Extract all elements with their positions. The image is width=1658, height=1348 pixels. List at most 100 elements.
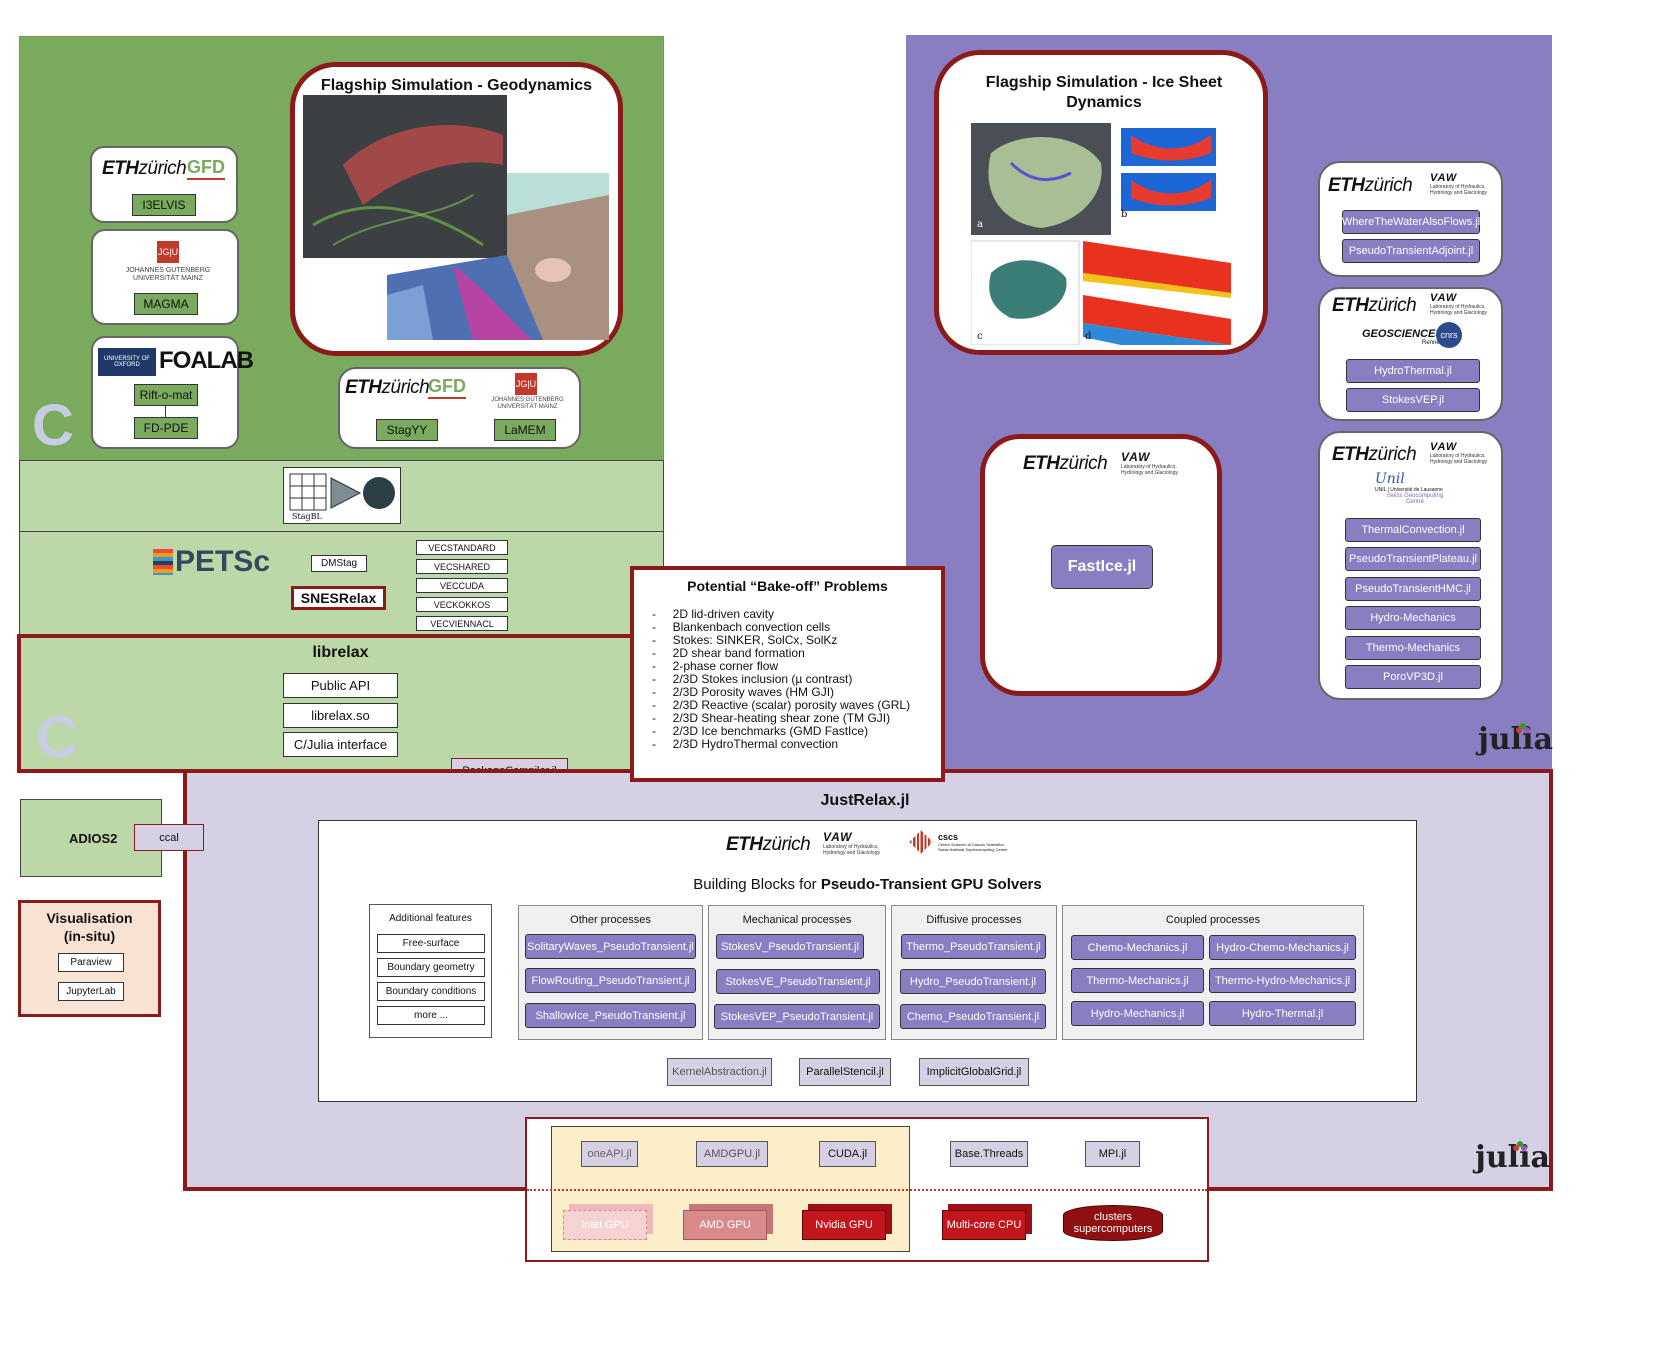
solitarywaves-button[interactable]: SolitaryWaves_PseudoTransient.jl: [525, 934, 696, 959]
right-group-1-card: ETHzürich VAW Laboratory of Hydraulics, …: [1318, 161, 1503, 277]
list-item: - 2/3D Shear-heating shear zone (TM GJI): [652, 711, 891, 725]
cuda-box[interactable]: CUDA.jl: [819, 1141, 876, 1167]
more-box[interactable]: more ...: [377, 1006, 485, 1025]
icesheet-simulation-image: a b c d: [970, 123, 1235, 346]
librelax-title: librelax: [312, 644, 369, 661]
thermalconvection-button[interactable]: ThermalConvection.jl: [1345, 518, 1481, 542]
stokesvep-button[interactable]: StokesVEP.jl: [1346, 388, 1480, 412]
vaw-logo: VAW Laboratory of Hydraulics, Hydrology …: [823, 830, 880, 856]
pseudotransienthmc-button[interactable]: PseudoTransientHMC.jl: [1345, 577, 1481, 601]
dmstag-box[interactable]: DMStag: [311, 555, 367, 572]
coupled-processes-panel: Coupled processes Chemo-Mechanics.jl Hyd…: [1062, 905, 1364, 1040]
c-language-logo-bottom: C: [36, 705, 78, 770]
thermo-pt-button[interactable]: Thermo_PseudoTransient.jl: [901, 934, 1046, 959]
geodynamics-simulation-image: [303, 95, 609, 340]
fd-pde-button[interactable]: FD-PDE: [134, 417, 198, 439]
base-threads-box[interactable]: Base.Threads: [950, 1141, 1028, 1167]
hydro-chemo-mechanics-button[interactable]: Hydro-Chemo-Mechanics.jl: [1209, 935, 1356, 960]
porovp3d-button[interactable]: PoroVP3D.jl: [1345, 665, 1481, 689]
geosciences-rennes-logo: GEOSCIENCES Rennes: [1362, 328, 1443, 346]
justrelax-title: JustRelax.jl: [820, 792, 910, 809]
vaw-logo: VAW Laboratory of Hydraulics, Hydrology …: [1121, 450, 1178, 476]
vaw-logo: VAW Laboratory of Hydraulics, Hydrology …: [1430, 441, 1487, 465]
nvidia-gpu-cube: Nvidia GPU: [802, 1210, 886, 1240]
i3elvis-button[interactable]: I3ELVIS: [132, 194, 196, 216]
intel-gpu-cube: Intel GPU: [563, 1210, 647, 1240]
chemo-pt-button[interactable]: Chemo_PseudoTransient.jl: [900, 1004, 1046, 1029]
list-item: - 2/3D Ice benchmarks (GMD FastIce): [652, 724, 869, 738]
jupyterlab-box[interactable]: JupyterLab: [58, 982, 124, 1001]
fig-label-d: d: [1085, 331, 1092, 342]
stokesve-button[interactable]: StokesVE_PseudoTransient.jl: [716, 969, 880, 994]
chemo-mechanics-button[interactable]: Chemo-Mechanics.jl: [1071, 935, 1204, 960]
snesrelax-box[interactable]: SNESRelax: [291, 586, 386, 610]
stagyy-button[interactable]: StagYY: [376, 419, 438, 441]
ccal-box[interactable]: ccal: [134, 824, 204, 851]
parallelstencil-box[interactable]: ParallelStencil.jl: [799, 1058, 891, 1086]
hydro-mechanics-jl-button[interactable]: Hydro-Mechanics.jl: [1071, 1001, 1204, 1026]
pseudotransientplateau-button[interactable]: PseudoTransientPlateau.jl: [1345, 547, 1481, 571]
list-item: - Blankenbach convection cells: [652, 620, 831, 634]
julia-dots-icon: [1513, 1138, 1527, 1151]
thermo-mechanics-button[interactable]: Thermo-Mechanics: [1345, 636, 1481, 660]
stokesv-button[interactable]: StokesV_PseudoTransient.jl: [716, 934, 864, 959]
boundary-conditions-box[interactable]: Boundary conditions: [377, 982, 485, 1001]
shallowice-button[interactable]: ShallowIce_PseudoTransient.jl: [525, 1003, 696, 1028]
hydro-thermal-button[interactable]: Hydro-Thermal.jl: [1209, 1001, 1356, 1026]
thermo-mechanics-jl-button[interactable]: Thermo-Mechanics.jl: [1071, 968, 1204, 993]
mpi-box[interactable]: MPI.jl: [1085, 1141, 1140, 1167]
oxford-card: UNIVERSITY OF OXFORD FOALAB Rift-o-mat F…: [91, 336, 254, 449]
c-julia-interface-box[interactable]: C/Julia interface: [283, 732, 398, 757]
magma-button[interactable]: MAGMA: [134, 293, 198, 315]
vaw-logo: VAW Laboratory of Hydraulics, Hydrology …: [1430, 172, 1487, 196]
boundary-geometry-box[interactable]: Boundary geometry: [377, 958, 485, 977]
building-blocks-heading: Building Blocks for Pseudo-Transient GPU…: [693, 876, 1042, 893]
hydro-pt-button[interactable]: Hydro_PseudoTransient.jl: [900, 969, 1046, 994]
vaw-logo: VAW Laboratory of Hydraulics, Hydrology …: [1430, 292, 1487, 316]
mechanical-processes-panel: Mechanical processes StokesV_PseudoTrans…: [708, 905, 886, 1040]
flowrouting-button[interactable]: FlowRouting_PseudoTransient.jl: [525, 968, 696, 993]
vec-type: VECCUDA: [416, 578, 508, 593]
thermo-hydro-mechanics-button[interactable]: Thermo-Hydro-Mechanics.jl: [1209, 968, 1356, 993]
julia-dots-icon: [1516, 720, 1530, 733]
librelax-so-box[interactable]: librelax.so: [283, 703, 398, 728]
additional-features-title: Additional features: [389, 913, 472, 924]
oneapi-box[interactable]: oneAPI.jl: [581, 1141, 638, 1167]
diffusive-processes-panel: Diffusive processes Thermo_PseudoTransie…: [891, 905, 1057, 1040]
visualisation-box: Visualisation(in-situ) Paraview JupyterL…: [18, 900, 161, 1017]
icesheet-title: Flagship Simulation - Ice Sheet Dynamics: [985, 74, 1223, 111]
list-item: - 2-phase corner flow: [652, 659, 779, 673]
implicitglobalgrid-box[interactable]: ImplicitGlobalGrid.jl: [919, 1058, 1029, 1086]
amdgpu-box[interactable]: AMDGPU.jl: [696, 1141, 768, 1167]
jgu-mark: JG|U: [157, 241, 179, 263]
gfd-logo: GFD: [428, 376, 466, 399]
hydrothermal-button[interactable]: HydroThermal.jl: [1346, 359, 1480, 383]
wherethewateralsoflows-button[interactable]: WhereTheWaterAlsoFlows.jl: [1342, 210, 1480, 234]
paraview-box[interactable]: Paraview: [58, 953, 124, 972]
icesheet-flagship-card: Flagship Simulation - Ice Sheet Dynamics…: [934, 50, 1268, 355]
public-api-box[interactable]: Public API: [283, 673, 398, 698]
hydro-mechanics-button[interactable]: Hydro-Mechanics: [1345, 606, 1481, 630]
list-item: - 2/3D HydroThermal convection: [652, 737, 839, 751]
free-surface-box[interactable]: Free-surface: [377, 934, 485, 953]
stagbl-logo: StagBL: [283, 467, 401, 524]
mechanical-processes-title: Mechanical processes: [742, 914, 852, 926]
multicore-cpu-cube: Multi-core CPU: [942, 1210, 1026, 1240]
lamem-button[interactable]: LaMEM: [494, 419, 556, 441]
kernelabstraction-box[interactable]: KernelAbstraction.jl: [667, 1058, 772, 1086]
list-item: - 2/3D Stokes inclusion (µ contrast): [652, 672, 853, 686]
julia-logo-bottom: julia: [1475, 1140, 1550, 1175]
right-group-2-card: ETHzürich VAW Laboratory of Hydraulics, …: [1318, 287, 1503, 421]
stokesvep-pt-button[interactable]: StokesVEP_PseudoTransient.jl: [714, 1004, 880, 1029]
bakeoff-list: - 2D lid-driven cavity - Blankenbach con…: [652, 608, 910, 751]
rift-o-mat-button[interactable]: Rift-o-mat: [134, 384, 198, 406]
eth-zurich-logo: ETHzürich: [726, 834, 811, 855]
jgu-mark: JG|U: [515, 373, 537, 395]
geodynamics-title: Flagship Simulation - Geodynamics: [320, 77, 593, 94]
fastice-button[interactable]: FastIce.jl: [1051, 545, 1153, 589]
pseudotransientadjoint-button[interactable]: PseudoTransientAdjoint.jl: [1342, 239, 1480, 263]
